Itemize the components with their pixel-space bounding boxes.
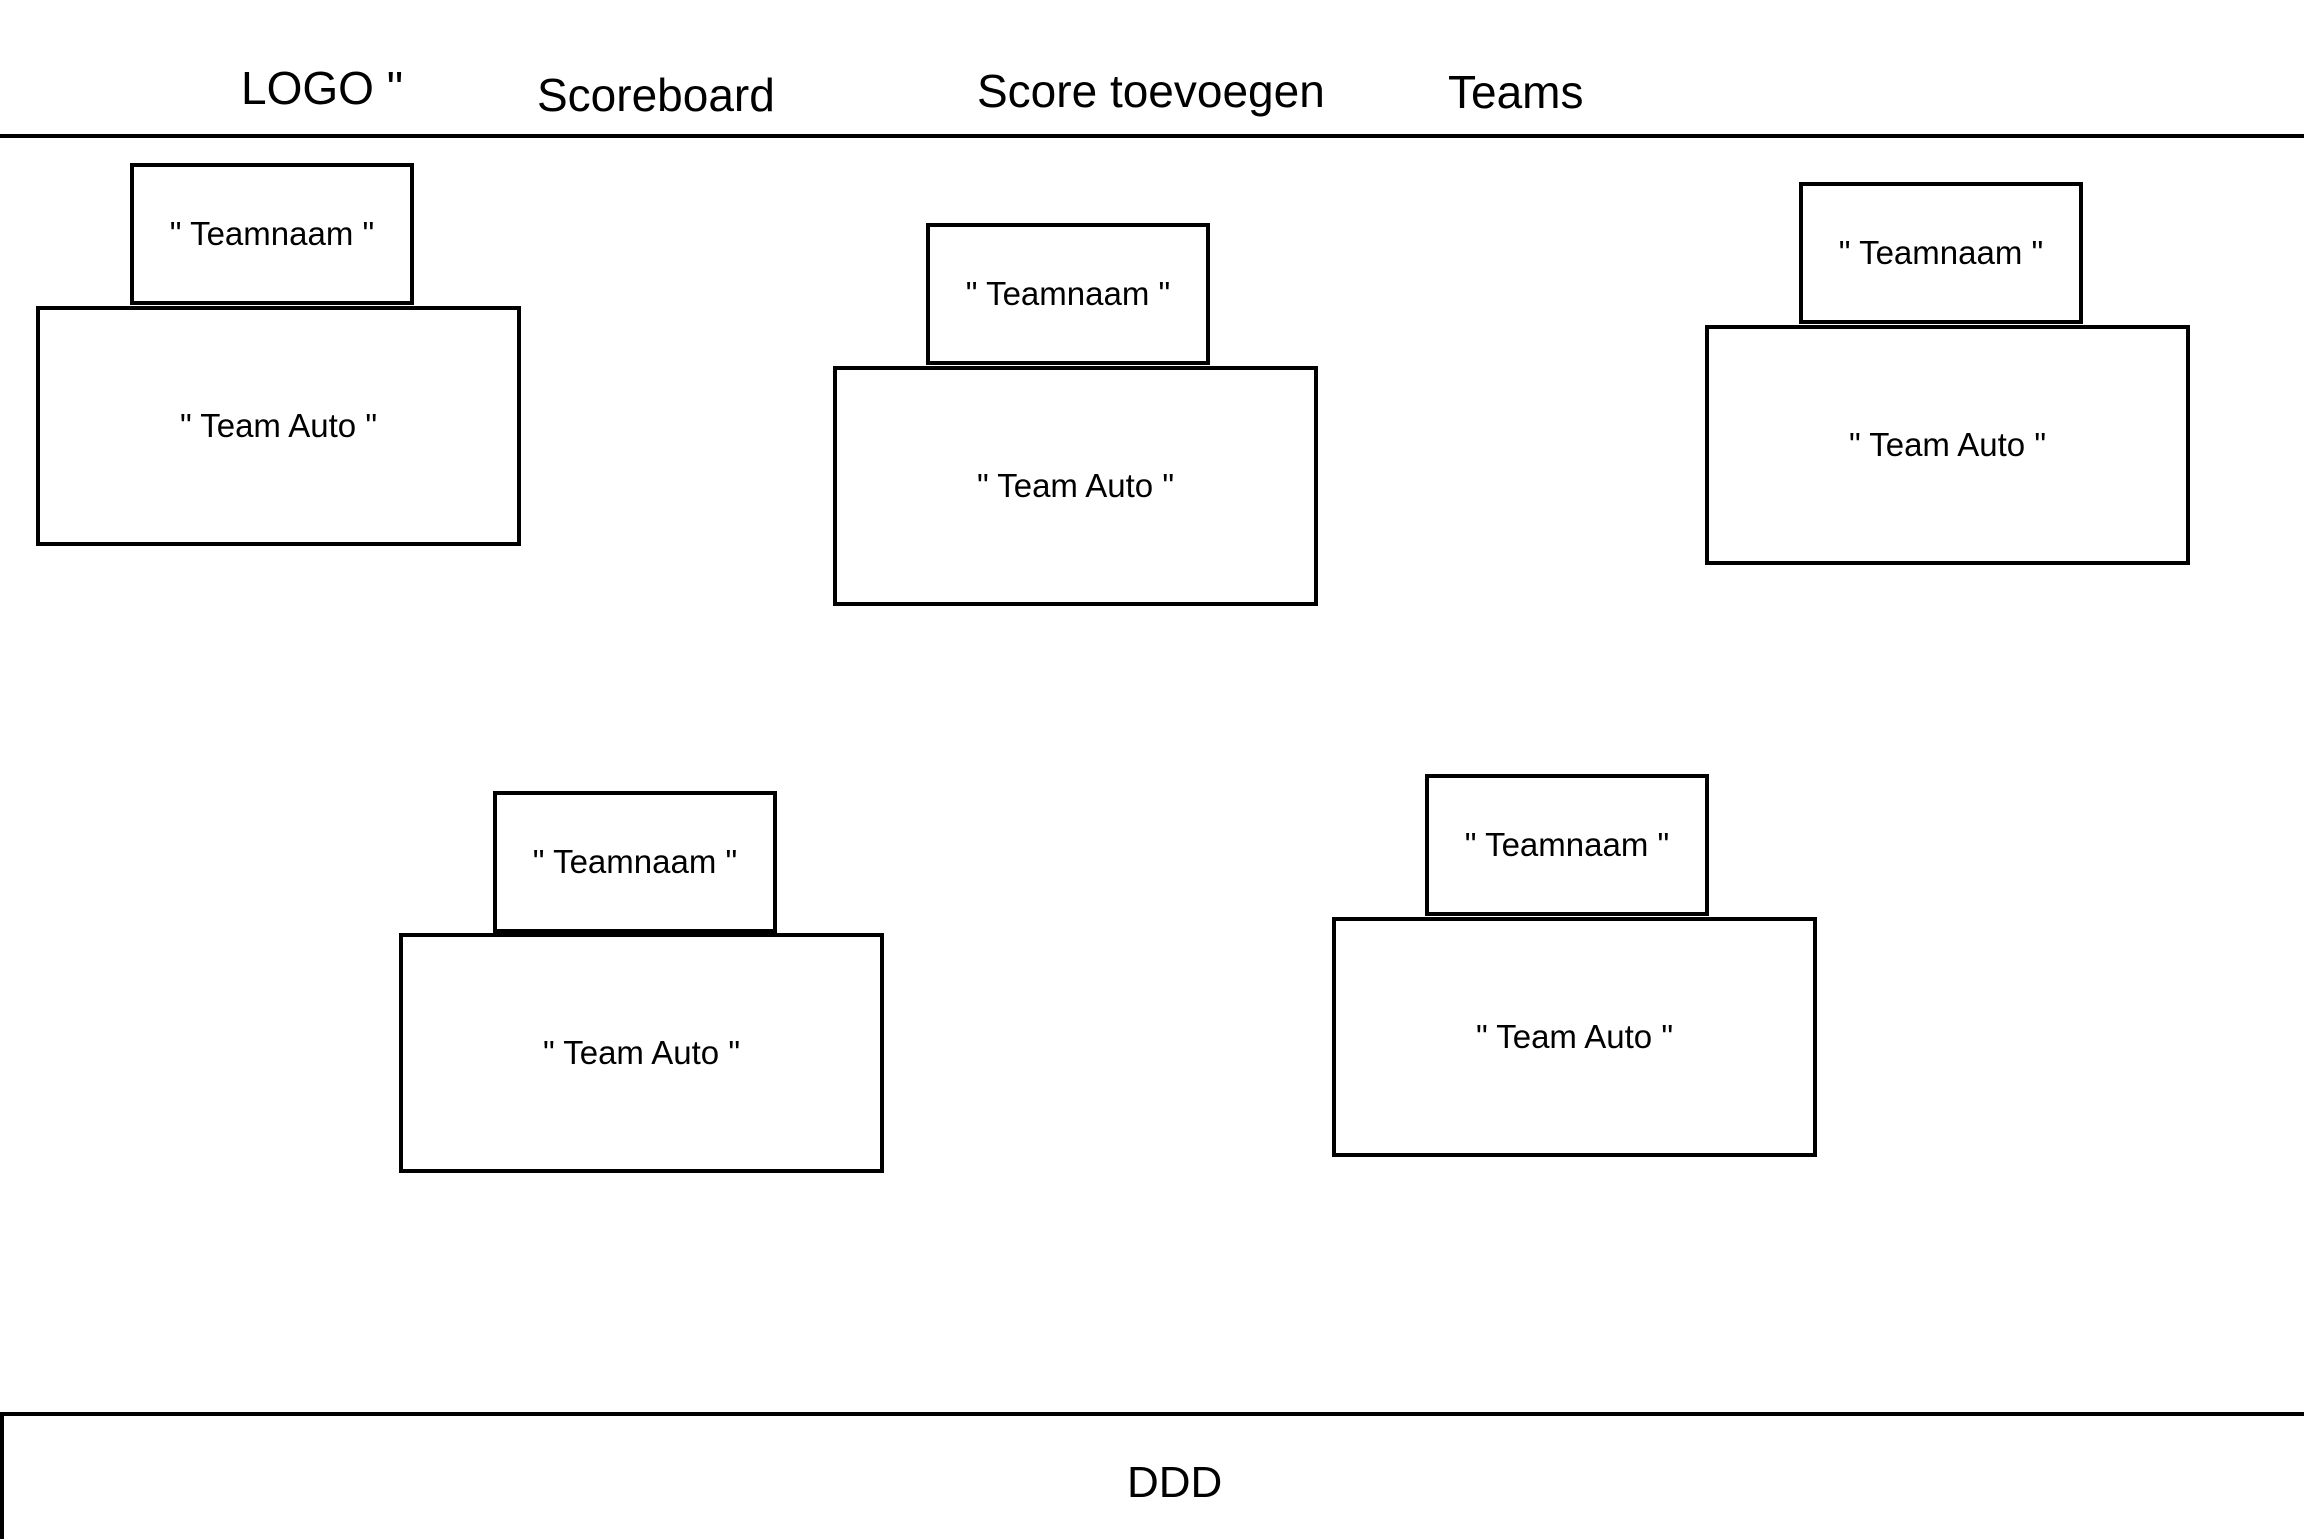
nav-teams[interactable]: Teams: [1448, 66, 1584, 118]
team-name-box: " Teamnaam ": [130, 163, 414, 305]
footer: [0, 1412, 2304, 1539]
team-car-box: " Team Auto ": [399, 933, 884, 1173]
team-name-box: " Teamnaam ": [926, 223, 1210, 365]
team-name-box: " Teamnaam ": [1425, 774, 1709, 916]
team-name-box: " Teamnaam ": [1799, 182, 2083, 324]
nav-scoreboard[interactable]: Scoreboard: [537, 69, 775, 121]
footer-text: DDD: [1127, 1458, 1223, 1507]
logo[interactable]: LOGO ": [241, 62, 404, 114]
team-name-box: " Teamnaam ": [493, 791, 777, 933]
team-car-box: " Team Auto ": [1332, 917, 1817, 1157]
team-car-box: " Team Auto ": [36, 306, 521, 546]
header-divider: [0, 134, 2304, 138]
team-car-box: " Team Auto ": [1705, 325, 2190, 565]
nav-score-toevoegen[interactable]: Score toevoegen: [977, 65, 1325, 117]
team-car-box: " Team Auto ": [833, 366, 1318, 606]
